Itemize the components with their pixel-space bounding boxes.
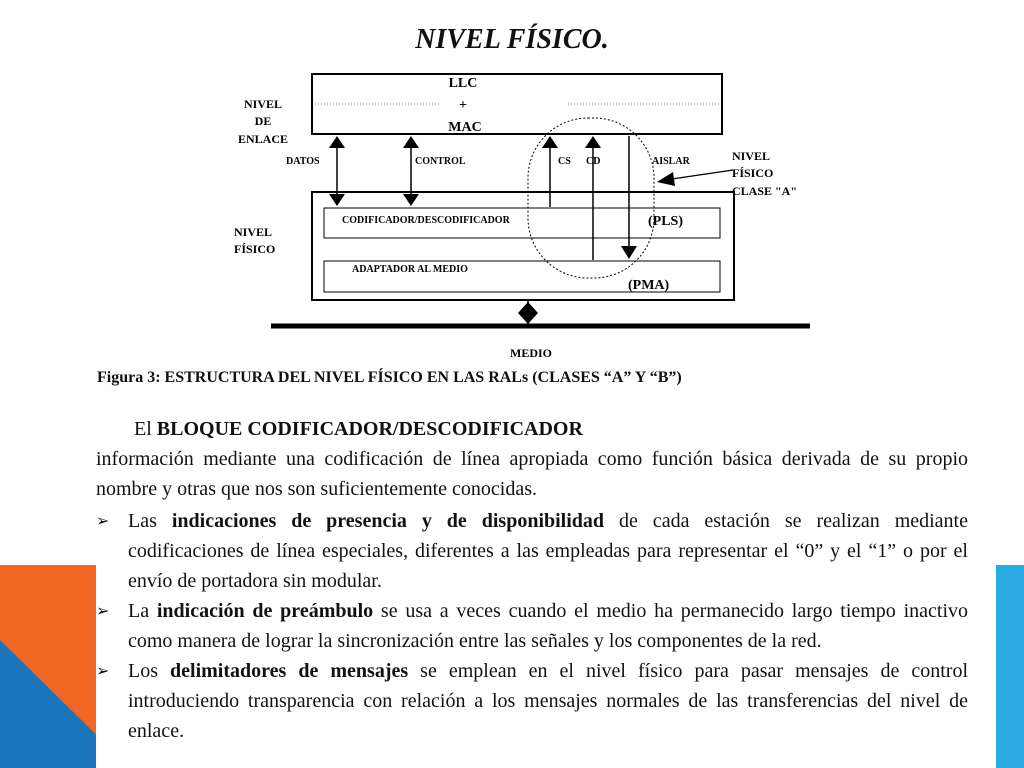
- bullet-bold: indicación de preámbulo: [156, 600, 374, 622]
- clase-a-pointer-shaft: [671, 169, 734, 180]
- clase-a-line2: FÍSICO: [732, 166, 773, 180]
- nivel-fisico-line2: FÍSICO: [234, 242, 275, 256]
- clase-a-line1: NIVEL: [732, 149, 770, 163]
- nivel-enlace-line3: ENLACE: [238, 132, 288, 146]
- figure-caption: Figura 3: ESTRUCTURA DEL NIVEL FÍSICO EN…: [97, 369, 682, 386]
- intro-paragraph: El BLOQUE CODIFICADOR/DESCODIFICADOR inf…: [96, 414, 968, 504]
- nivel-enlace-line1: NIVEL: [244, 97, 282, 111]
- datos-arrow-up: [329, 136, 345, 148]
- intro-rest: información mediante una codificación de…: [96, 448, 968, 500]
- pls-label: (PLS): [648, 214, 683, 229]
- cs-label: CS: [558, 156, 571, 167]
- nivel-fisico-line1: NIVEL: [234, 225, 272, 239]
- list-item: ➢ Las indicaciones de presencia y de dis…: [96, 506, 968, 596]
- list-item: ➢ La indicación de preámbulo se usa a ve…: [96, 596, 968, 656]
- slide-title: NIVEL FÍSICO.: [415, 24, 609, 55]
- bullet-prefix: Los: [128, 660, 171, 682]
- arrow-bullet-icon: ➢: [96, 661, 110, 680]
- clase-a-pointer-head: [657, 172, 675, 186]
- arrow-bullet-icon: ➢: [96, 601, 110, 620]
- bullet-bold: indicaciones de presencia y de disponibi…: [171, 510, 605, 532]
- control-label: CONTROL: [415, 156, 466, 167]
- dotted-enclosure: [527, 117, 655, 279]
- physical-layer-diagram: LLC + MAC NIVEL DE ENLACE CODIFICADOR/DE…: [234, 73, 810, 360]
- bullet-text: Las indicaciones de presencia y de dispo…: [128, 506, 968, 596]
- bullet-list: ➢ Las indicaciones de presencia y de dis…: [96, 506, 968, 746]
- pma-box: [323, 260, 721, 293]
- datos-label: DATOS: [286, 156, 320, 167]
- codificador-label: CODIFICADOR/DESCODIFICADOR: [342, 215, 511, 226]
- control-arrow-up: [403, 136, 419, 148]
- datos-arrow-down: [329, 194, 345, 206]
- pls-box: [323, 207, 721, 239]
- intro-prefix: El: [134, 418, 157, 440]
- cd-arrow-up: [585, 136, 601, 148]
- bullet-text: La indicación de preámbulo se usa a vece…: [128, 596, 968, 656]
- pma-label: (PMA): [628, 278, 670, 293]
- mac-label: MAC: [448, 120, 481, 135]
- medio-label: MEDIO: [510, 346, 552, 360]
- control-arrow-down: [403, 194, 419, 206]
- aislar-label: AISLAR: [652, 156, 691, 167]
- intro-bold: BLOQUE CODIFICADOR/DESCODIFICADOR: [156, 418, 583, 440]
- nivel-enlace-line2: DE: [255, 114, 272, 128]
- clase-a-line3: CLASE "A": [732, 184, 797, 198]
- text-backdrop: [96, 565, 996, 768]
- cs-arrow-up: [542, 136, 558, 148]
- bullet-prefix: La: [128, 600, 157, 622]
- llc-label: LLC: [449, 76, 478, 91]
- bullet-text: Los delimitadores de mensajes se emplean…: [128, 656, 968, 746]
- aislar-arrow-down: [621, 246, 637, 259]
- bullet-bold: delimitadores de mensajes: [170, 660, 409, 682]
- bullet-rest: se emplean en el nivel físico para pasar…: [128, 660, 968, 742]
- bullet-prefix: Las: [128, 510, 172, 532]
- list-item: ➢ Los delimitadores de mensajes se emple…: [96, 656, 968, 746]
- medio-diamond: [518, 302, 538, 324]
- plus-label: +: [459, 98, 467, 113]
- arrow-bullet-icon: ➢: [96, 511, 110, 530]
- bullet-rest: de cada estación se realizan mediante co…: [128, 510, 968, 592]
- bullet-rest: se usa a veces cuando el medio ha perman…: [128, 600, 968, 652]
- adaptador-label: ADAPTADOR AL MEDIO: [352, 264, 468, 275]
- physical-level-box: [311, 191, 735, 301]
- llc-mac-box: [311, 73, 723, 135]
